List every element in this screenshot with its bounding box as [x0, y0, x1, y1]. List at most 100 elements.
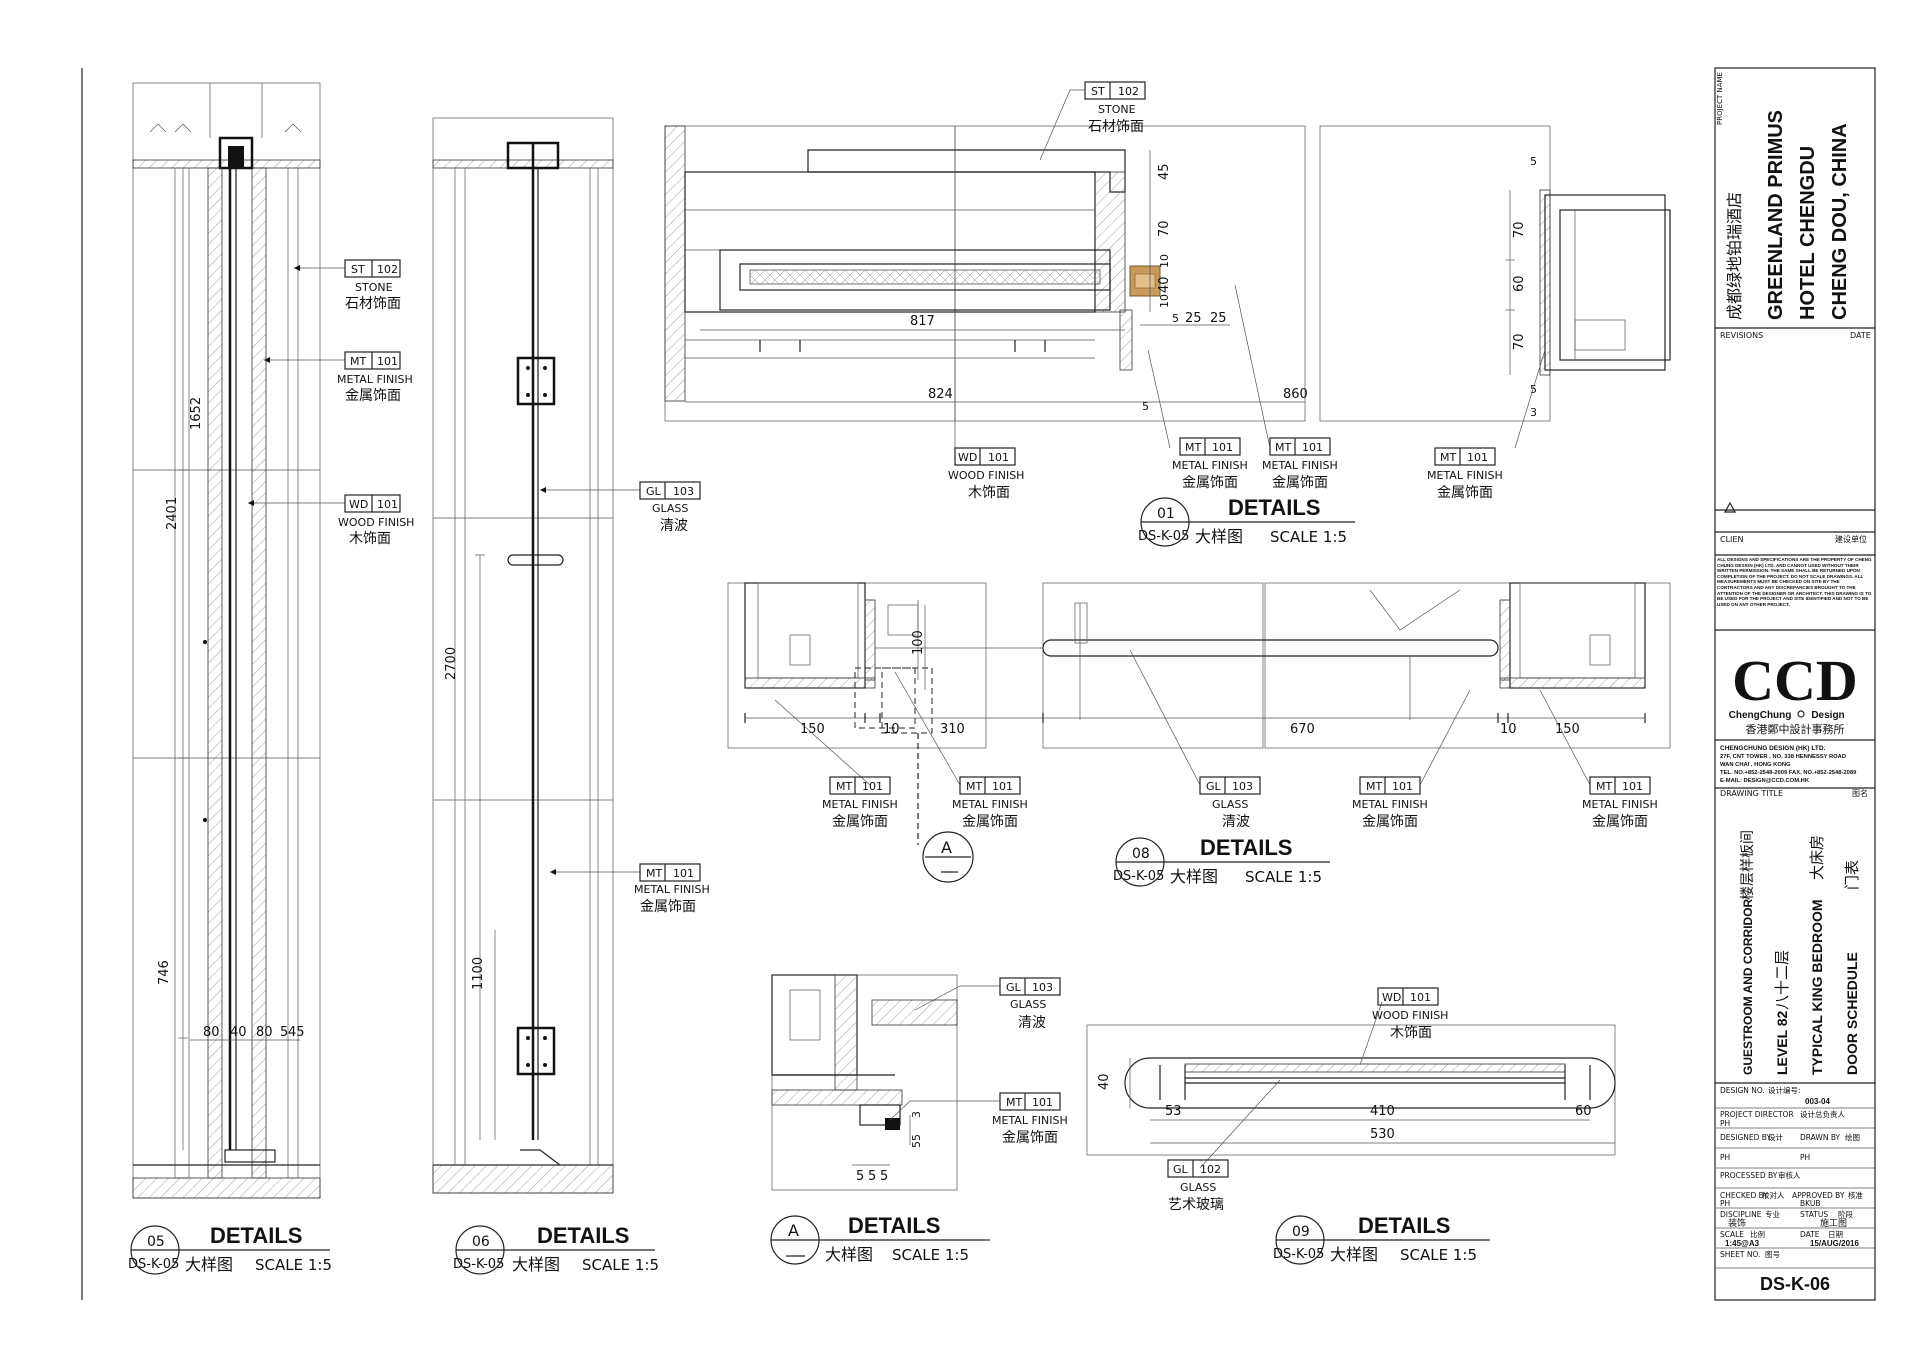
svg-text:METAL FINISH: METAL FINISH — [1172, 459, 1248, 472]
tb-project-cn: 成都绿地铂瑞酒店 — [1725, 192, 1744, 320]
d01-dim-o: 60 — [1512, 275, 1527, 292]
d01-dim-l: 5 — [1142, 400, 1149, 413]
tb-bkub: BKUB — [1800, 1199, 1821, 1208]
svg-text:大样图: 大样图 — [185, 1255, 233, 1274]
tb-title4: DOOR SCHEDULE — [1844, 952, 1860, 1075]
tb-title3: TYPICAL KING BEDROOM — [1809, 899, 1825, 1075]
d09-dim-c: 410 — [1370, 1104, 1395, 1119]
svg-text:DETAILS: DETAILS — [1200, 835, 1292, 860]
tb-checked-by: CHECKED BY — [1720, 1191, 1768, 1200]
svg-text:艺术玻璃: 艺术玻璃 — [1168, 1196, 1224, 1213]
tb-revisions: REVISIONS — [1720, 331, 1763, 340]
svg-text:SCALE 1:5: SCALE 1:5 — [255, 1256, 332, 1274]
svg-text:大样图: 大样图 — [1195, 527, 1243, 546]
d08-tag-glass: GL 103 GLASS 清波 — [1129, 649, 1261, 830]
svg-text:GLASS: GLASS — [1010, 998, 1046, 1011]
svg-text:清波: 清波 — [1018, 1015, 1046, 1031]
tb-addr1: 27F, CNT TOWER , NO. 338 HENNESSY ROAD — [1720, 754, 1846, 760]
svg-text:SCALE 1:5: SCALE 1:5 — [582, 1256, 659, 1274]
d05-dim-h2: 2401 — [165, 497, 180, 530]
svg-text:METAL FINISH: METAL FINISH — [1262, 459, 1338, 472]
d01-dim-m: 5 — [1530, 155, 1537, 168]
d01-tag-stone: ST 102 STONE 石材饰面 — [1039, 81, 1146, 161]
svg-text:101: 101 — [673, 867, 694, 880]
tb-project-director-cn: 设计总负责人 — [1800, 1109, 1845, 1119]
svg-text:101: 101 — [988, 451, 1009, 464]
d08-dim-f: 10 — [1500, 722, 1517, 737]
detail-08-drawing — [727, 582, 1671, 749]
tb-project-director: PROJECT DIRECTOR — [1720, 1110, 1794, 1119]
detail-a-drawing — [771, 974, 958, 1191]
svg-text:MT: MT — [1366, 780, 1382, 793]
d01-tag-wood: WD 101 WOOD FINISH 木饰面 — [948, 360, 1024, 501]
d09-tag-wood: WD 101 WOOD FINISH 木饰面 — [1359, 987, 1448, 1066]
d01-dim-e: 10 — [1158, 294, 1171, 308]
svg-text:SCALE 1:5: SCALE 1:5 — [1270, 528, 1347, 546]
tb-email: E-MAIL: DESIGN@CCD.COM.HK — [1720, 778, 1810, 784]
d08-tag-metal-1: MT 101 METAL FINISH 金属饰面 — [774, 699, 898, 830]
svg-text:DS-K-05: DS-K-05 — [128, 1257, 179, 1272]
tb-sheet: DS-K-06 — [1760, 1274, 1830, 1294]
svg-text:102: 102 — [377, 263, 398, 276]
svg-text:金属饰面: 金属饰面 — [345, 388, 401, 404]
tb-title3-cn: 大床房 — [1808, 835, 1826, 880]
tb-title1-cn: 楼层样板间 — [1740, 830, 1756, 900]
svg-text:金属饰面: 金属饰面 — [1182, 475, 1238, 491]
d01-dim-a: 45 — [1157, 163, 1172, 180]
tb-disclaimer: ALL DESIGNS AND SPECIFICATIONS ARE THE P… — [1717, 557, 1872, 607]
svg-text:102: 102 — [1118, 85, 1139, 98]
d06-tag-glass: GL 103 GLASS 清波 — [540, 481, 701, 534]
svg-text:DS-K-05: DS-K-05 — [453, 1257, 504, 1272]
title-detail-09: 09 DS-K-05 DETAILS 大样图 SCALE 1:5 — [1273, 1213, 1490, 1265]
svg-text:DS-K-05: DS-K-05 — [1273, 1247, 1324, 1262]
tb-logo-ring-icon — [1797, 710, 1805, 718]
svg-text:WD: WD — [1382, 991, 1401, 1004]
tb-ph4: PH — [1720, 1199, 1730, 1208]
d08-dim-e: 670 — [1290, 722, 1315, 737]
tb-date2-cn: 日期 — [1828, 1230, 1843, 1239]
d01-tag-metal-2: MT 101 METAL FINISH 金属饰面 — [1234, 284, 1338, 491]
svg-text:ST: ST — [1091, 85, 1105, 98]
d01-dim-f: 817 — [910, 314, 935, 329]
svg-text:METAL FINISH: METAL FINISH — [822, 798, 898, 811]
d08-tag-metal-3: MT 101 METAL FINISH 金属饰面 — [1352, 689, 1471, 830]
tb-sheet-no: SHEET NO. — [1720, 1250, 1760, 1259]
svg-text:石材饰面: 石材饰面 — [1088, 119, 1144, 135]
tb-title2-cn: 八十二层 — [1773, 950, 1791, 1010]
svg-text:DETAILS: DETAILS — [848, 1213, 940, 1238]
svg-text:A: A — [788, 1221, 799, 1240]
tb-ph2: PH — [1720, 1153, 1730, 1162]
svg-text:103: 103 — [1032, 981, 1053, 994]
tb-clien: CLIEN — [1720, 535, 1743, 544]
svg-text:MT: MT — [1185, 441, 1201, 454]
svg-text:101: 101 — [862, 780, 883, 793]
tb-status-cn: 阶段 — [1838, 1209, 1854, 1219]
tb-processed-by: PROCESSED BY — [1720, 1171, 1778, 1180]
d05-tag-stone: ST 102 STONE 石材饰面 — [294, 259, 401, 312]
svg-text:GLASS: GLASS — [1212, 798, 1248, 811]
tb-drawing-title: DRAWING TITLE — [1720, 789, 1783, 798]
detail-06-drawing — [432, 117, 614, 1194]
tb-title1: GUESTROOM AND CORRIDOR — [1741, 898, 1755, 1075]
d01-tag-metal-1: MT 101 METAL FINISH 金属饰面 — [1147, 349, 1248, 491]
tb-discipline-cn: 专业 — [1765, 1209, 1781, 1219]
svg-text:101: 101 — [1392, 780, 1413, 793]
title-detail-06: 06 DS-K-05 DETAILS 大样图 SCALE 1:5 — [453, 1223, 659, 1275]
d01-tag-metal-3: MT 101 METAL FINISH 金属饰面 — [1427, 349, 1546, 501]
tb-project-en2: HOTEL CHENGDU — [1797, 146, 1819, 320]
svg-text:木饰面: 木饰面 — [349, 531, 391, 547]
svg-text:大样图: 大样图 — [1330, 1245, 1378, 1264]
d01-dim-p: 70 — [1512, 333, 1527, 350]
d05-dim-w2: 40 — [230, 1025, 247, 1040]
svg-text:MT: MT — [350, 355, 366, 368]
svg-text:STONE: STONE — [355, 281, 393, 294]
detail-01-drawing — [664, 125, 1671, 422]
d05-dim-h3: 746 — [157, 960, 172, 985]
dA-dim-c: 5 — [856, 1169, 864, 1184]
d08-section-marker-a: A — [917, 733, 974, 883]
svg-text:101: 101 — [1212, 441, 1233, 454]
d08-dim-b: 150 — [800, 722, 825, 737]
tb-checked-by-cn: 校对人 — [1762, 1190, 1785, 1200]
tb-title4-cn: 门表 — [1843, 860, 1861, 890]
